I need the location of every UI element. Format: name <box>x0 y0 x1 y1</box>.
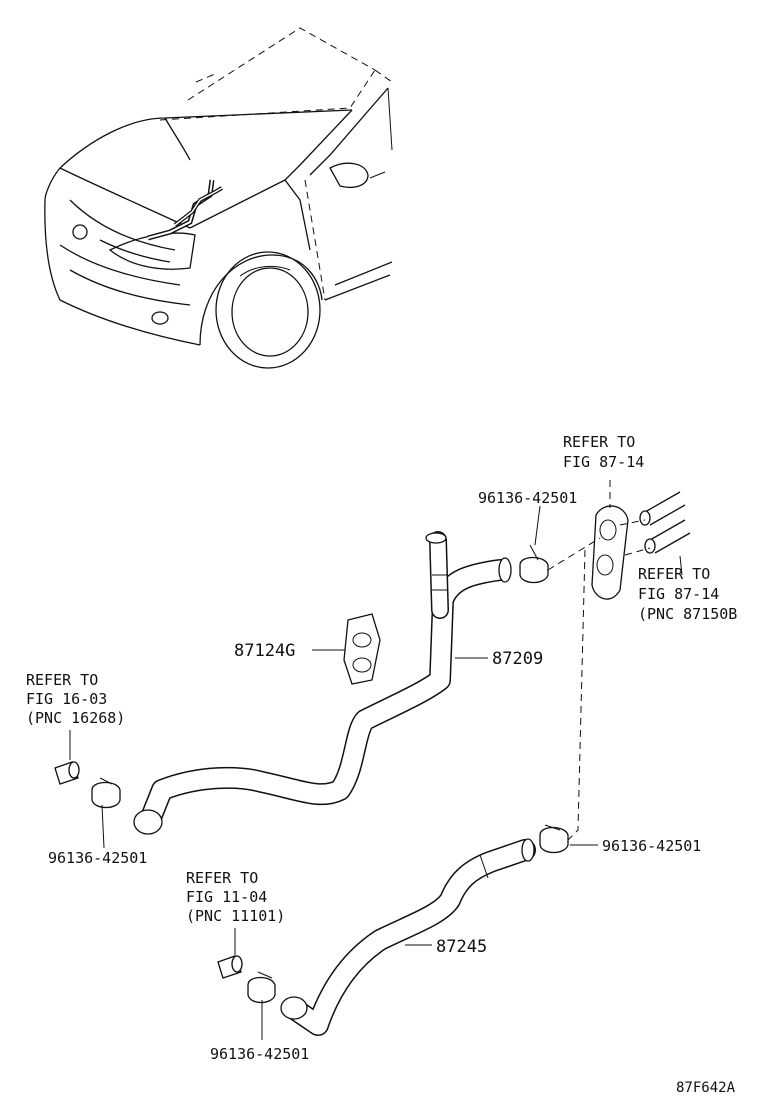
ref-mid-line1: REFER TO <box>186 869 258 887</box>
part-87245-label: 87245 <box>436 937 487 957</box>
clamp-icon <box>247 971 276 1004</box>
heater-pipes-icon <box>639 491 691 554</box>
clamp-right-label: 96136-42501 <box>602 837 701 855</box>
ref-mid-line3: (PNC 11101) <box>186 907 285 925</box>
leader-lines <box>69 480 683 1040</box>
part-87124g-label: 87124G <box>234 641 295 661</box>
clamp-icon <box>91 777 121 809</box>
clamp-icon <box>539 824 569 854</box>
clamp-bottom-label: 96136-42501 <box>210 1045 309 1063</box>
car-illustration <box>44 27 393 369</box>
ref-right-line3: (PNC 87150B <box>638 605 737 623</box>
clamp-icon <box>519 544 549 584</box>
ref-left-line2: FIG 16-03 <box>26 690 107 708</box>
bracket-87124g-icon <box>343 613 381 685</box>
ref-left-line1: REFER TO <box>26 671 98 689</box>
clamp-top-label: 96136-42501 <box>478 489 577 507</box>
part-87209-label: 87209 <box>492 649 543 669</box>
ref-mid-line2: FIG 11-04 <box>186 888 267 906</box>
ref-top-line1: REFER TO <box>563 433 635 451</box>
grommet-plate-icon <box>591 505 629 600</box>
clamp-left-label: 96136-42501 <box>48 849 147 867</box>
ref-top-line2: FIG 87-14 <box>563 453 644 471</box>
figure-code: 87F642A <box>676 1080 736 1096</box>
ref-left-line3: (PNC 16268) <box>26 709 125 727</box>
hose-87209 <box>133 531 512 835</box>
pipe-stub-icon <box>54 761 80 785</box>
pipe-stub-icon <box>217 955 243 979</box>
hose-87245 <box>280 838 536 1036</box>
ref-right-line1: REFER TO <box>638 565 710 583</box>
ref-right-line2: FIG 87-14 <box>638 585 719 603</box>
